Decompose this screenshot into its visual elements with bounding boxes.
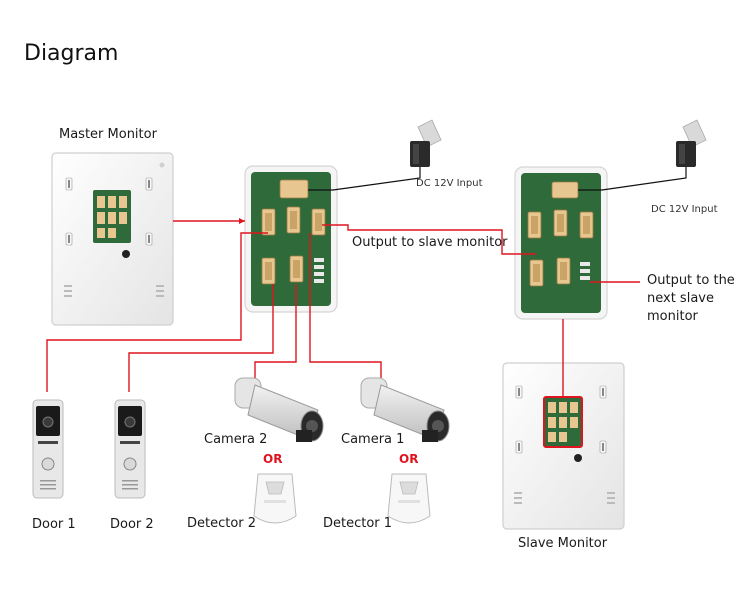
or-label-2: OR <box>399 452 419 466</box>
motion-detector-2 <box>253 473 297 524</box>
master-circuit-board <box>244 165 338 313</box>
slave-circuit-board <box>514 166 608 320</box>
power-adapter-icon <box>410 119 442 167</box>
dc-input-label-2: DC 12V Input <box>651 204 718 215</box>
detector-2-label: Detector 2 <box>187 516 257 531</box>
wires-red <box>46 218 640 397</box>
dc-input-label-1: DC 12V Input <box>416 178 483 189</box>
camera-2-label: Camera 2 <box>204 432 268 447</box>
wires-black <box>308 167 687 191</box>
master-monitor <box>51 152 174 326</box>
door-1-label: Door 1 <box>32 517 76 532</box>
bullet-camera-1 <box>360 377 450 442</box>
page-title: Diagram <box>24 41 119 66</box>
detector-1-label: Detector 1 <box>323 516 393 531</box>
door-2-label: Door 2 <box>110 517 154 532</box>
door-station-1 <box>32 399 64 499</box>
power-adapter-icon <box>676 119 707 167</box>
output-slave-label: Output to slave monitor <box>352 235 508 250</box>
camera-1-label: Camera 1 <box>341 432 405 447</box>
bullet-camera-2 <box>234 377 324 442</box>
door-station-2 <box>114 399 146 499</box>
motion-detector-1 <box>387 473 431 524</box>
output-next-label: Output to the next slave monitor <box>647 273 735 324</box>
or-label-1: OR <box>263 452 283 466</box>
master-monitor-label: Master Monitor <box>59 127 157 142</box>
slave-monitor-label: Slave Monitor <box>518 536 608 551</box>
